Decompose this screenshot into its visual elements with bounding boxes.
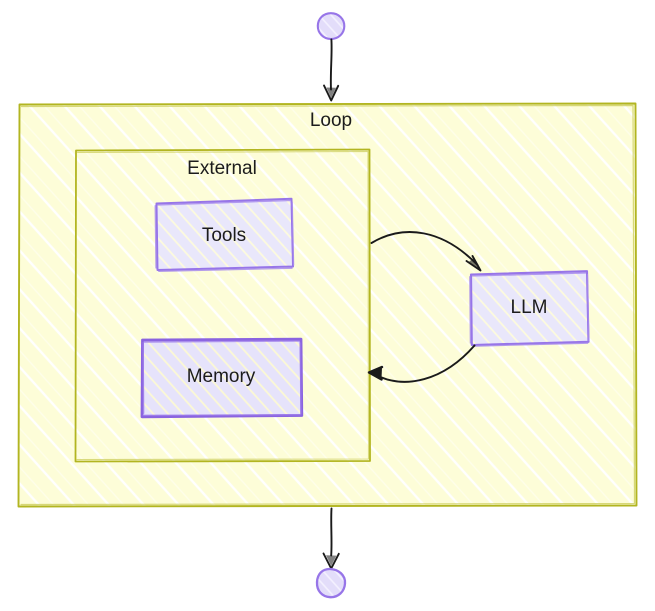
edge-llm-to-external-arrowhead	[367, 365, 384, 381]
container-external-label: External	[187, 158, 257, 179]
edge-start-to-loop-arrowhead-inner	[326, 87, 336, 98]
node-llm-shape	[469, 270, 590, 347]
node-memory[interactable]: Memory	[140, 337, 304, 419]
node-memory-label: Memory	[187, 366, 256, 387]
edge-start-to-loop-arrowhead	[323, 84, 340, 102]
terminal-end[interactable]	[315, 567, 347, 599]
node-tools-label: Tools	[202, 225, 246, 246]
edge-external-to-llm-line	[370, 231, 479, 266]
node-memory-sketch-overstroke	[142, 340, 302, 417]
node-tools-sketch-overstroke	[154, 199, 295, 273]
edge-start-to-loop-line	[329, 38, 333, 91]
node-tools-shape	[155, 197, 294, 271]
edge-llm-to-external	[367, 344, 476, 383]
edge-loop-to-end	[322, 507, 340, 570]
terminal-start[interactable]	[316, 12, 346, 41]
container-external[interactable]	[74, 148, 371, 463]
edge-external-to-llm-arrowhead-inner	[469, 258, 479, 269]
container-loop-border-b	[20, 104, 636, 506]
end-node-circle	[315, 567, 347, 599]
container-loop-border-a	[17, 102, 638, 508]
container-external-border-b	[76, 150, 370, 461]
node-llm[interactable]: LLM	[469, 270, 590, 347]
container-external-border-a	[74, 148, 371, 463]
edge-external-to-llm-arrowhead	[465, 255, 482, 272]
node-llm-sketch-overstroke	[469, 272, 590, 347]
edge-loop-to-end-arrowhead-inner	[326, 555, 337, 566]
edge-external-to-llm	[370, 231, 482, 272]
edge-start-to-loop	[323, 38, 340, 102]
edge-llm-to-external-line	[376, 344, 476, 383]
start-node-circle	[316, 12, 346, 41]
container-loop-label: Loop	[310, 110, 352, 131]
node-memory-shape	[140, 337, 304, 419]
node-tools[interactable]: Tools	[154, 197, 295, 273]
node-llm-label: LLM	[511, 297, 548, 318]
